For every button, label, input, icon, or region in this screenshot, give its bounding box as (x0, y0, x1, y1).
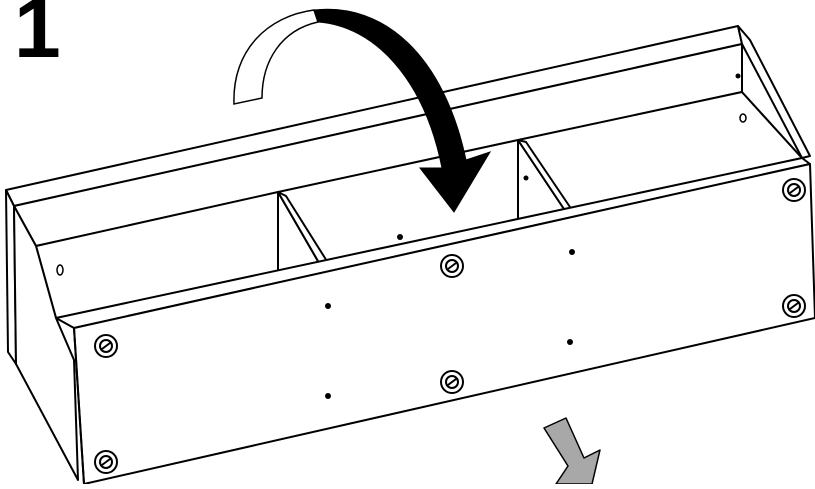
hole (569, 249, 575, 255)
cam-fitting (441, 371, 463, 393)
cam-fitting (95, 335, 117, 357)
hole (397, 234, 403, 240)
hole (325, 303, 331, 309)
hole (567, 339, 573, 345)
cam-fitting (783, 295, 805, 317)
hole (325, 393, 331, 399)
slot-hole (57, 265, 63, 275)
down-arrow-icon (544, 418, 600, 484)
cam-fitting (441, 255, 463, 277)
cam-fitting (783, 179, 805, 201)
hole (524, 176, 529, 181)
slot-hole (740, 114, 746, 122)
step-number: 1 (14, 0, 61, 70)
cam-fitting (95, 451, 117, 473)
hole (736, 74, 741, 79)
